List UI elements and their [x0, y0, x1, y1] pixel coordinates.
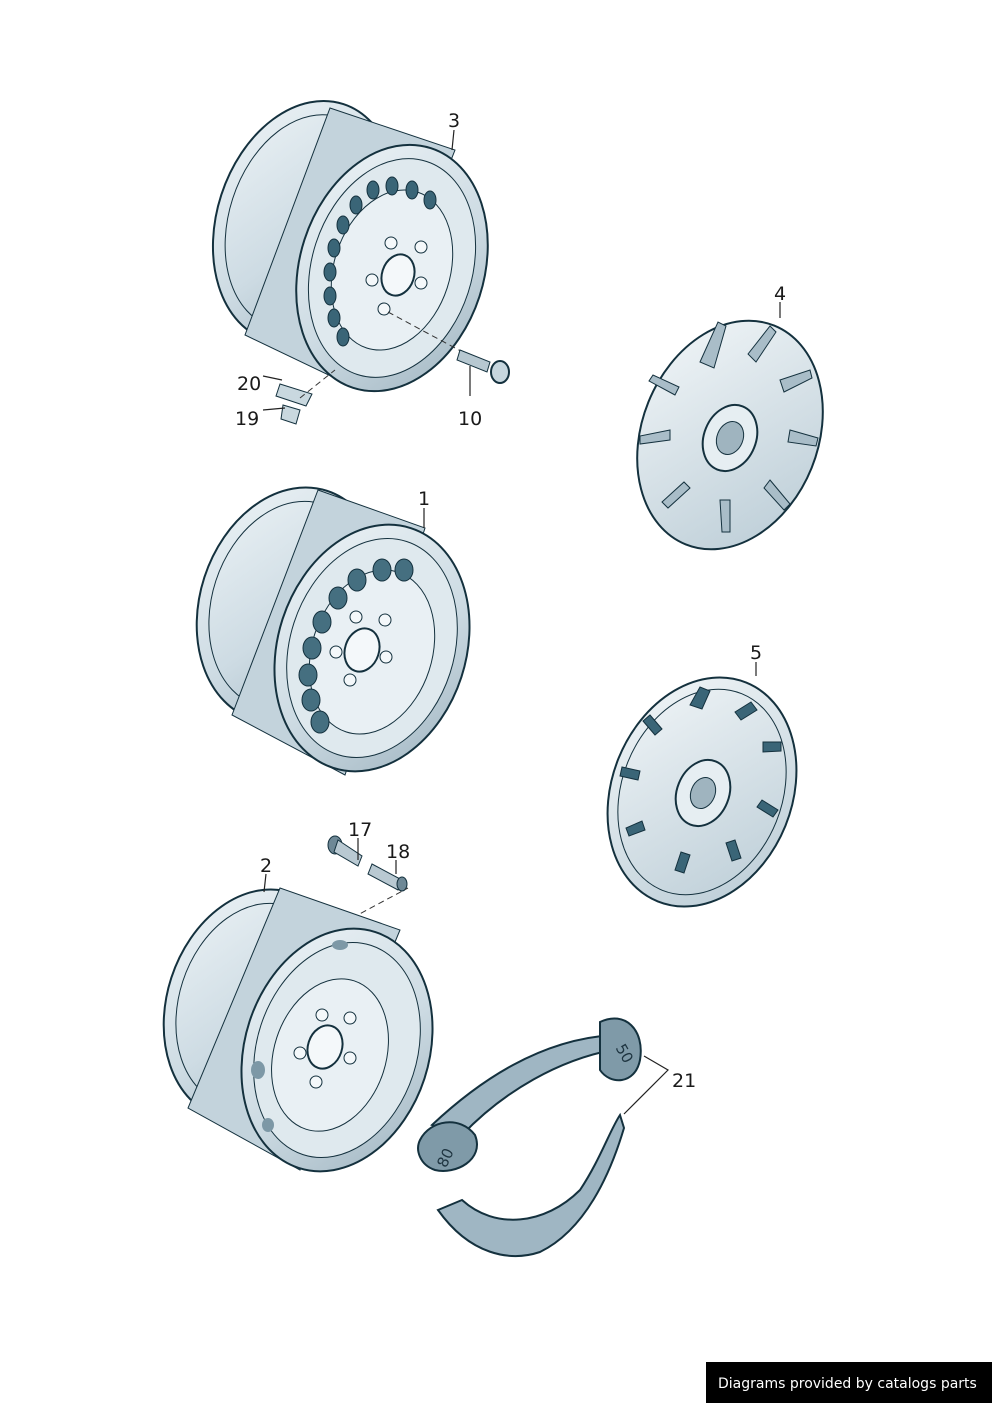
credit-text: Diagrams provided by catalogs parts — [718, 1376, 977, 1392]
callout-17: 17 — [348, 819, 372, 841]
callout-5: 5 — [750, 642, 762, 664]
hub-cap-4[interactable] — [604, 293, 856, 578]
callout-1: 1 — [418, 488, 430, 510]
leader-lines — [262, 129, 781, 1115]
credit-badge: Diagrams provided by catalogs parts — [706, 1362, 992, 1403]
callout-3: 3 — [448, 110, 460, 132]
steel-wheel-3[interactable] — [183, 77, 518, 416]
balance-weight-19[interactable] — [280, 404, 301, 425]
callout-19: 19 — [235, 408, 259, 430]
callout-18: 18 — [386, 841, 410, 863]
balance-weight-20[interactable] — [275, 383, 313, 407]
steel-wheel-1[interactable] — [167, 463, 500, 797]
steel-wheel-2[interactable] — [135, 866, 463, 1197]
callout-10: 10 — [458, 408, 482, 430]
callout-4: 4 — [774, 283, 786, 305]
tire-valve-18[interactable] — [367, 863, 408, 892]
callout-21: 21 — [672, 1070, 696, 1092]
callout-labels: 3 20 19 10 4 1 5 17 18 2 21 — [235, 110, 786, 1092]
tire-valve-17[interactable] — [327, 835, 363, 867]
adhesive-weight-strip-21[interactable]: 80 50 — [417, 1017, 642, 1257]
wheel-bolt-10[interactable] — [387, 311, 510, 384]
callout-20: 20 — [237, 373, 261, 395]
callout-2: 2 — [260, 855, 272, 877]
hub-cap-5[interactable] — [574, 649, 829, 935]
